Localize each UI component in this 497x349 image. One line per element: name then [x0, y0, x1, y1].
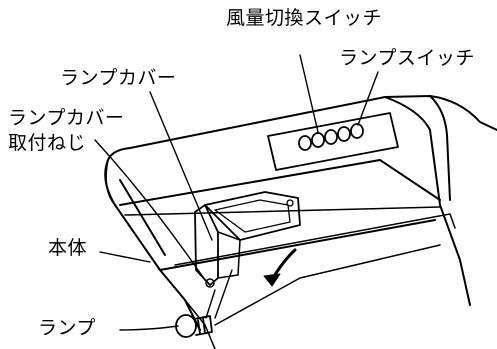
leader-lamp: [119, 325, 179, 331]
leader-body: [99, 251, 151, 263]
direction-arrow-head: [263, 273, 281, 287]
leader-lamp-cover-screw: [94, 139, 206, 281]
panel-button-4: [337, 126, 351, 142]
body-base: [214, 244, 441, 326]
leader-lamp-to-screw: [205, 289, 216, 319]
lamp-switch-label: ランプスイッチ: [339, 47, 475, 69]
lamp-cover-frame: [204, 191, 301, 241]
hood-right-fin: [384, 96, 471, 306]
lamp-cover-flap-edge: [217, 231, 241, 279]
fan-speed-switch-label: 風量切換スイッチ: [226, 7, 383, 29]
panel-button-lamp: [350, 123, 364, 139]
lamp-cover-label: ランプカバー: [60, 67, 177, 89]
panel-button-1: [298, 135, 312, 151]
leader-lines: [94, 54, 379, 331]
body-label: 本体: [48, 237, 88, 259]
hood-front-edge-inner: [119, 179, 166, 256]
leader-lamp-switch: [357, 71, 379, 126]
hood-bottom-rim: [159, 219, 436, 271]
hood-bottom-rim-2: [174, 213, 456, 266]
panel-button-3: [324, 129, 338, 145]
lamp-cover-inner: [214, 199, 291, 233]
lamp-label: ランプ: [38, 317, 96, 339]
leader-lamp-cover: [149, 91, 213, 241]
leader-fan-speed-switch: [299, 54, 319, 133]
lamp-cover-screw: [205, 278, 215, 288]
lamp-cover-screw-label-line1: ランプカバー: [8, 107, 125, 129]
hood-right-fin-inner: [429, 95, 451, 201]
hood-front-edge: [104, 159, 201, 331]
panel-buttons: [298, 123, 364, 151]
lamp-cover-screw-2: [286, 199, 294, 207]
hood-top-outline: [107, 95, 497, 161]
hood-side-left: [105, 159, 116, 206]
lamp-cover-screw-label-line2: 取付ねじ: [8, 132, 87, 154]
control-panel: [267, 112, 399, 171]
hood-lower-front-2: [124, 206, 441, 216]
panel-button-2: [311, 132, 325, 148]
hood-lower-front: [119, 159, 441, 206]
leader-lamp-to-cover: [214, 269, 233, 319]
body-left-leg: [184, 299, 216, 349]
lamp-cover-flap: [194, 204, 219, 286]
